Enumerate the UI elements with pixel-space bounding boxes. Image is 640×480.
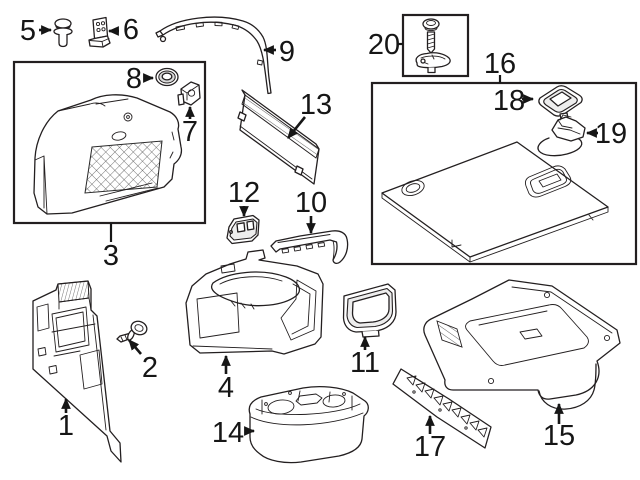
callout-13-arrow	[286, 116, 307, 139]
callout-5[interactable]: 5	[20, 15, 53, 47]
callout-15[interactable]: 15	[543, 402, 575, 452]
part-10-bracket-rail-drawing	[270, 230, 349, 265]
part-12-latch-drawing	[226, 214, 260, 245]
group-box-3	[12, 60, 207, 225]
callout-9[interactable]: 9	[262, 36, 295, 68]
callout-17[interactable]: 17	[414, 414, 446, 463]
callout-19[interactable]: 19	[585, 118, 627, 150]
callout-7[interactable]: 7	[182, 105, 198, 148]
callout-17-label: 17	[414, 431, 446, 463]
part-14-tool-tray-drawing	[248, 386, 369, 464]
part-1-front-trim-drawing	[32, 280, 122, 463]
callout-11-label: 11	[350, 347, 380, 379]
part-4-quarter-trim-drawing	[185, 249, 324, 355]
callout-18[interactable]: 18	[493, 85, 535, 117]
callout-18-label: 18	[493, 85, 525, 117]
handle-cutout-left	[401, 180, 425, 196]
callout-19-label: 19	[595, 118, 627, 150]
part-3-quarter-trim-drawing	[33, 94, 183, 215]
handle-cutout-right	[524, 165, 572, 198]
callout-10[interactable]: 10	[295, 187, 327, 235]
callout-20[interactable]: 20	[368, 29, 403, 61]
callout-20-label: 20	[368, 29, 400, 61]
part-9-trim-strip-drawing	[155, 16, 272, 95]
callout-6-label: 6	[123, 14, 139, 46]
callout-2-label: 2	[142, 352, 158, 384]
part-15-underfloor-tray-drawing	[423, 279, 621, 410]
cargo-net	[84, 140, 163, 194]
callout-14-label: 14	[212, 417, 244, 449]
callout-14[interactable]: 14	[212, 417, 256, 449]
part-17-scuff-strip-drawing	[392, 368, 492, 449]
part-5-rivet-drawing	[53, 18, 73, 48]
callout-4-label: 4	[218, 372, 234, 404]
part-7-clip-drawing	[177, 81, 201, 106]
group-box-20	[401, 13, 470, 78]
callout-16[interactable]: 16	[484, 48, 516, 83]
callout-2-arrow	[128, 339, 142, 355]
callout-4[interactable]: 4	[218, 354, 234, 404]
callout-1[interactable]: 1	[58, 397, 74, 442]
screw-hole	[123, 112, 133, 122]
callout-13[interactable]: 13	[286, 89, 332, 139]
callout-12[interactable]: 12	[228, 177, 260, 218]
callout-1-label: 1	[58, 410, 74, 442]
callout-7-label: 7	[182, 116, 198, 148]
part-8-grommet-drawing	[155, 67, 179, 87]
callout-3-label: 3	[103, 240, 119, 272]
part-19-bag-hook-drawing	[537, 114, 586, 157]
callout-8[interactable]: 8	[126, 63, 155, 95]
callout-13-label: 13	[300, 89, 332, 121]
callout-10-label: 10	[295, 187, 327, 219]
callout-5-label: 5	[20, 15, 36, 47]
part-11-storage-bin-drawing	[342, 283, 397, 338]
part-16-cargo-floor-drawing	[381, 141, 609, 263]
callout-8-label: 8	[126, 63, 142, 95]
callout-12-label: 12	[228, 177, 260, 209]
callout-6[interactable]: 6	[107, 14, 139, 46]
callout-9-label: 9	[279, 36, 295, 68]
part-2-push-pin-drawing	[116, 320, 148, 343]
part-6-bracket-drawing	[88, 16, 111, 48]
part-20-screw-kit-drawing	[415, 18, 451, 74]
callout-2[interactable]: 2	[128, 339, 158, 384]
part-18-handle-bezel-drawing	[538, 85, 583, 120]
part-13-sill-plate-drawing	[237, 89, 320, 185]
callout-11[interactable]: 11	[350, 335, 380, 379]
callout-15-label: 15	[543, 420, 575, 452]
callout-3[interactable]: 3	[103, 223, 119, 273]
callout-16-label: 16	[484, 48, 516, 80]
group-box-16	[370, 81, 638, 266]
